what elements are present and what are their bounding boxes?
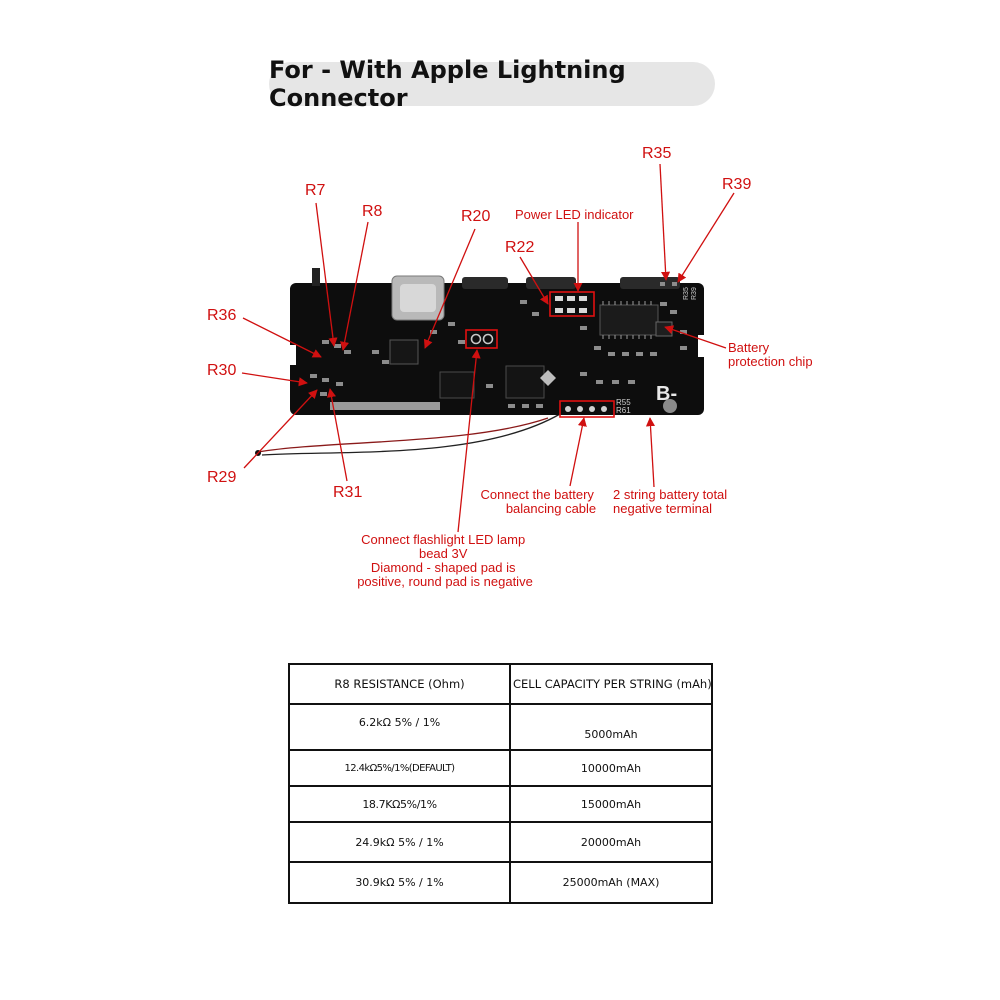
label-r30: R30 <box>207 362 236 379</box>
balance-connector-box <box>559 400 615 418</box>
ground-strip <box>330 402 440 410</box>
leader-r29 <box>243 389 318 469</box>
label-r8: R8 <box>362 203 383 220</box>
r8-resistance-table: R8 RESISTANCE (Ohm) CELL CAPACITY PER ST… <box>288 663 713 904</box>
cell-resistance: 18.7KΩ5%/1% <box>288 785 511 823</box>
left-notch <box>284 345 296 365</box>
cell-resistance: 12.4kΩ5%/1%(DEFAULT) <box>288 749 511 787</box>
label-battery-chip: Battery protection chip <box>728 340 813 369</box>
switch <box>312 268 320 286</box>
silk-r61: R61 <box>616 406 631 415</box>
leader-r31 <box>327 388 348 482</box>
micro-usb-port <box>526 277 576 289</box>
lightning-port <box>462 277 508 289</box>
silk-r39: R39 <box>691 287 698 300</box>
cell-resistance: 30.9kΩ 5% / 1% <box>288 861 511 904</box>
flashlight-diamond-pad <box>482 333 494 345</box>
table-row: 12.4kΩ5%/1%(DEFAULT) 10000mAh <box>288 749 713 787</box>
silk-b-minus: B- <box>656 383 677 405</box>
leader-r20 <box>423 228 476 349</box>
leader-balancing-cable <box>569 417 587 487</box>
label-r36: R36 <box>207 307 236 324</box>
right-notch <box>698 335 710 357</box>
label-r22: R22 <box>505 239 534 256</box>
pcb-diagram: B- R55 R61 R35 R39 R7 R8 R20 R22 R35 R39… <box>207 145 813 589</box>
label-r39: R39 <box>722 176 751 193</box>
table-header-row: R8 RESISTANCE (Ohm) CELL CAPACITY PER ST… <box>288 663 713 705</box>
main-ic <box>599 304 659 336</box>
leader-r35 <box>659 163 671 281</box>
label-flashlight: Connect flashlight LED lamp bead 3V Diam… <box>357 532 533 589</box>
label-r31: R31 <box>333 484 362 501</box>
label-power-led: Power LED indicator <box>515 207 634 222</box>
leader-r39 <box>677 192 735 283</box>
leader-r7 <box>315 202 338 347</box>
cell-capacity: 5000mAh <box>509 703 713 751</box>
neg-terminal-pad <box>663 399 677 413</box>
label-r29: R29 <box>207 469 236 486</box>
label-r35: R35 <box>642 145 671 162</box>
balance-wire-red <box>257 417 549 453</box>
power-led-box <box>549 291 595 317</box>
header-r8-resistance: R8 RESISTANCE (Ohm) <box>288 663 511 705</box>
balance-wire-black <box>261 413 561 456</box>
mosfet <box>439 371 475 399</box>
diamond-mark <box>540 370 556 386</box>
table-row: 6.2kΩ 5% / 1% 5000mAh <box>288 703 713 751</box>
inductor <box>505 365 545 399</box>
label-r20: R20 <box>461 208 490 225</box>
cell-capacity: 10000mAh <box>509 749 713 787</box>
leader-flashlight <box>457 349 481 533</box>
leader-r30 <box>241 372 308 387</box>
leader-neg-terminal <box>645 417 656 488</box>
silk-r35: R35 <box>683 287 690 300</box>
cell-resistance: 6.2kΩ 5% / 1% <box>288 703 511 751</box>
table-row: 24.9kΩ 5% / 1% 20000mAh <box>288 821 713 863</box>
label-r7: R7 <box>305 182 326 199</box>
flashlight-round-pad <box>470 333 482 345</box>
usb-a-port <box>620 277 680 289</box>
cell-capacity: 25000mAh (MAX) <box>509 861 713 904</box>
label-balancing-cable: Connect the battery balancing cable <box>480 487 597 516</box>
cell-capacity: 20000mAh <box>509 821 713 863</box>
leader-r22 <box>519 256 549 305</box>
table-row: 18.7KΩ5%/1% 15000mAh <box>288 785 713 823</box>
leader-battery-chip <box>664 325 727 349</box>
leader-r36 <box>242 317 322 358</box>
led-driver-ic <box>389 339 419 365</box>
header-cell-capacity: CELL CAPACITY PER STRING (mAh) <box>509 663 713 705</box>
leader-r8 <box>340 221 369 351</box>
table-row: 30.9kΩ 5% / 1% 25000mAh (MAX) <box>288 861 713 904</box>
flashlight-pad-box <box>465 329 498 349</box>
silk-r55: R55 <box>616 398 631 407</box>
cell-resistance: 24.9kΩ 5% / 1% <box>288 821 511 863</box>
label-neg-terminal: 2 string battery total negative terminal <box>613 487 731 516</box>
cell-capacity: 15000mAh <box>509 785 713 823</box>
